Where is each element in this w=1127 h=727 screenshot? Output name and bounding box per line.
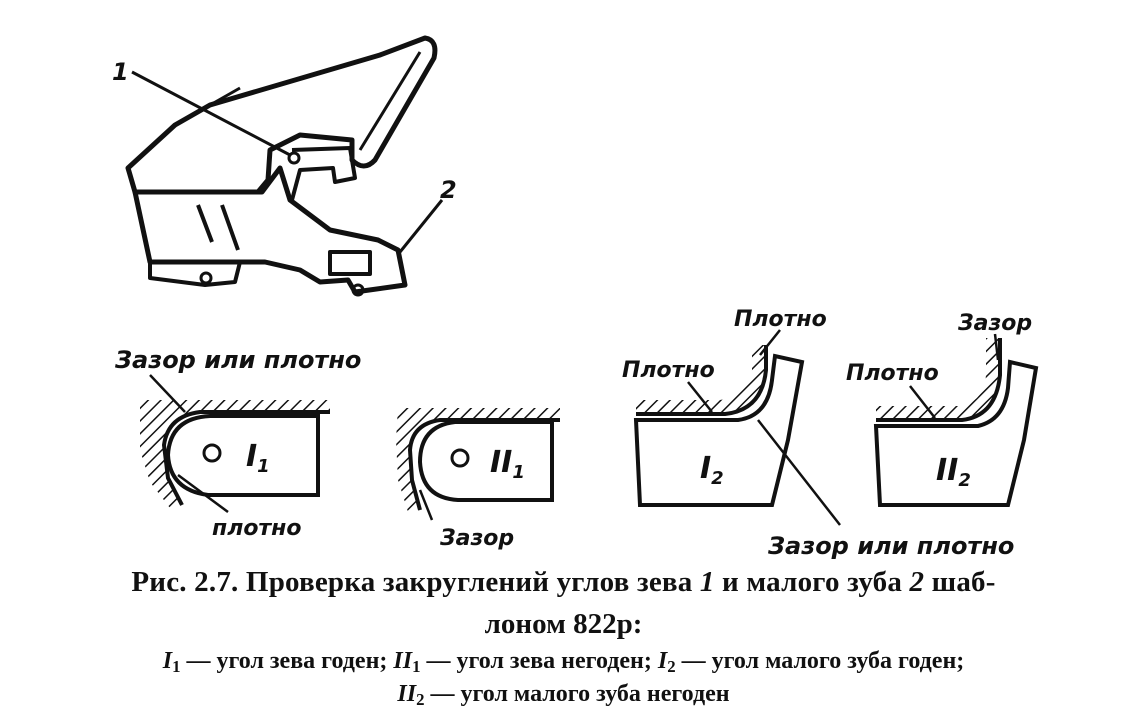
rivet-2 bbox=[199, 271, 213, 285]
hatch-ii2 bbox=[876, 338, 1000, 420]
leader-i1-bottom bbox=[177, 473, 229, 514]
leader-2 bbox=[398, 199, 444, 253]
label-plotno-ii2-left: Плотно bbox=[846, 361, 939, 386]
template-outline bbox=[125, 35, 438, 195]
surface-i2 bbox=[636, 345, 768, 416]
template-groove bbox=[358, 51, 422, 151]
tooth-i2 bbox=[633, 353, 805, 507]
caption-line-2: лоном 822р: bbox=[484, 608, 643, 640]
caption-line-1: Рис. 2.7. Проверка закруглений углов зев… bbox=[0, 566, 1127, 599]
leader-1 bbox=[131, 70, 291, 157]
legend-i1-text: — угол зева годен; bbox=[180, 648, 394, 674]
mark-i2-sub: 2 bbox=[711, 468, 724, 489]
hatch-i2 bbox=[636, 345, 766, 414]
jaw-i1 bbox=[165, 414, 320, 497]
legend-i2: I bbox=[657, 648, 668, 674]
mark-ii2-sub: 2 bbox=[958, 470, 971, 491]
callout-2: 2 bbox=[440, 176, 457, 204]
label-plotno-i2-left: Плотно bbox=[622, 358, 715, 383]
mark-i1: I bbox=[246, 439, 257, 474]
legend-ii1-sub: 1 bbox=[412, 657, 421, 676]
legend-i2-sub: 2 bbox=[667, 657, 676, 676]
label-zazor-ili-plotno-top: Зазор или плотно bbox=[114, 346, 361, 374]
legend-i1-sub: 1 bbox=[172, 657, 181, 676]
mark-i2: I bbox=[700, 451, 711, 486]
legend-ii2-text: — угол малого зуба негоден bbox=[424, 681, 730, 707]
rivet-3 bbox=[351, 283, 365, 297]
caption-middle: и малого зуба bbox=[714, 566, 910, 598]
caption-num-2: 2 bbox=[909, 566, 925, 598]
template-edge bbox=[174, 86, 241, 127]
svg-text:I2: I2 bbox=[700, 451, 724, 489]
wrench-with-template bbox=[125, 35, 444, 297]
mark-ii1: II bbox=[490, 445, 512, 480]
caption-suffix: шаб- bbox=[924, 566, 996, 598]
surface-ii1 bbox=[407, 418, 560, 511]
tooth-ii2 bbox=[873, 359, 1039, 507]
legend-ii2: II bbox=[397, 681, 417, 707]
svg-text:I1: I1 bbox=[246, 439, 270, 477]
hole-i1 bbox=[202, 443, 222, 463]
label-zazor-ii1: Зазор bbox=[439, 526, 514, 551]
legend-ii1: II bbox=[393, 648, 413, 674]
panel-i1: I1 bbox=[140, 374, 330, 514]
leader-i2-left bbox=[687, 381, 713, 413]
panel-i2: I2 bbox=[633, 329, 841, 526]
rivet-1 bbox=[287, 151, 301, 165]
leader-ii1 bbox=[418, 489, 434, 521]
label-plotno-i2-top: Плотно bbox=[734, 307, 827, 332]
wrench-body bbox=[132, 165, 408, 295]
leader-i1-top bbox=[149, 374, 186, 413]
wrench-foot bbox=[148, 261, 242, 287]
leader-i2-bottom bbox=[757, 419, 841, 526]
caption-legend-last: II2 — угол малого зуба негоден bbox=[0, 681, 1127, 710]
label-zazor-ii2: Зазор bbox=[957, 311, 1032, 336]
caption-prefix: Рис. 2.7. Проверка закруглений углов зев… bbox=[131, 566, 700, 598]
label-zazor-ili-plotno-bottom: Зазор или плотно bbox=[767, 532, 1014, 560]
mark-ii1-sub: 1 bbox=[512, 462, 525, 483]
caption-legend-line: I1 — угол зева годен; II1 — угол зева не… bbox=[0, 648, 1127, 677]
leader-i2-top bbox=[759, 329, 781, 356]
surface-i1 bbox=[161, 410, 330, 506]
caption-num-1: 1 bbox=[699, 566, 715, 598]
jaw-window bbox=[328, 250, 372, 276]
label-plotno-i1: плотно bbox=[212, 516, 302, 541]
mark-ii2: II bbox=[936, 453, 958, 488]
wrench-jaw bbox=[290, 146, 357, 201]
mark-i1-sub: 1 bbox=[257, 456, 270, 477]
gauge-diagram: 1 2 I1 Зазор или плотно плотно II1 bbox=[112, 35, 1039, 560]
svg-text:II1: II1 bbox=[490, 445, 525, 483]
legend-i2-text: — угол малого зуба годен; bbox=[675, 648, 965, 674]
legend-ii2-sub: 2 bbox=[416, 690, 425, 709]
panel-ii1: II1 bbox=[396, 408, 560, 521]
jaw-ii1 bbox=[417, 420, 554, 502]
callout-1: 1 bbox=[112, 58, 129, 86]
leader-ii2-top bbox=[993, 333, 1000, 361]
svg-text:II2: II2 bbox=[936, 453, 971, 491]
surface-ii2 bbox=[876, 338, 1002, 422]
body-marks bbox=[196, 204, 240, 251]
leader-ii2-left bbox=[909, 385, 936, 419]
legend-i1: I bbox=[162, 648, 173, 674]
panel-ii2: II2 bbox=[873, 333, 1039, 507]
hole-ii1 bbox=[450, 448, 470, 468]
legend-ii1-text: — угол зева негоден; bbox=[420, 648, 658, 674]
